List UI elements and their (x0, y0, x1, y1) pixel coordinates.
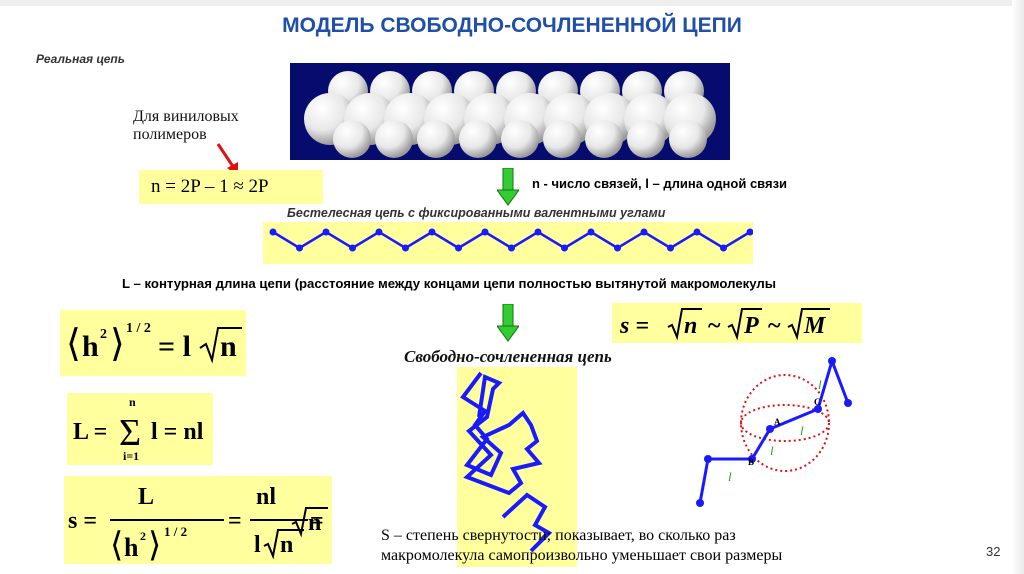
random-walk-box (457, 367, 577, 567)
bond-label-1: l (728, 469, 732, 484)
green-down-arrow-icon-2 (497, 304, 519, 342)
s-description-line1: S – степень свернутости; показывает, во … (381, 527, 736, 544)
molecule-spheres (304, 71, 716, 158)
sum-lower: i=1 (123, 449, 139, 463)
rhs-l: = l (158, 330, 191, 363)
top-bar (0, 0, 1024, 6)
weightless-chain-label: Бестелесная цепь с фиксированными валент… (287, 206, 666, 220)
sum-upper: n (129, 395, 136, 409)
s-description: S – степень свернутости; показывает, во … (381, 526, 782, 566)
point-A-label: A (774, 417, 781, 427)
rad-n: n (220, 330, 237, 363)
sqrt-M: M (803, 313, 827, 339)
s-ratio-lhs: s = (68, 508, 97, 534)
den-h: h (124, 533, 139, 562)
freely-jointed-label: Свободно-сочлененная цепь (404, 347, 612, 366)
h-symbol: h (82, 330, 99, 363)
s-description-line2: макромолекула самопроизвольно уменьшает … (381, 547, 783, 564)
sqrt-n-result: n (291, 507, 328, 538)
bond-label-2: l (770, 443, 774, 458)
L-lhs: L = (73, 419, 107, 445)
h-rms-formula-box: ⟨ h 2 ⟩ 1 / 2 = l n (60, 310, 246, 376)
tilde-2: ~ (768, 313, 781, 339)
s-proportional-formula-box: s = n ~ P ~ M (612, 303, 862, 343)
right-edge-shade (1012, 0, 1024, 574)
zigzag-chain-box (263, 222, 754, 264)
n-description: n - число связей, l – длина одной связи (532, 176, 788, 191)
numerator-L: L (138, 484, 154, 510)
vinyl-polymers-label: Для виниловых полимеров (133, 108, 239, 143)
slide-title: МОДЕЛЬ СВОБОДНО-СОЧЛЕНЕННОЙ ЦЕПИ (282, 14, 742, 37)
numerator-nl: nl (256, 484, 276, 510)
point-C-label: C (814, 397, 821, 407)
eq1: = (228, 508, 242, 534)
formula-n-box: n = 2P – 1 ≈ 2P (139, 170, 323, 204)
svg-text:n: n (308, 510, 321, 536)
den-exp-half: 1 / 2 (164, 524, 187, 539)
green-down-arrow-icon (497, 168, 519, 206)
den-l: l (254, 532, 261, 558)
sqrt-P: P (743, 313, 759, 339)
L-rhs: l = nl (151, 419, 204, 445)
svg-text:⟩: ⟩ (148, 527, 161, 564)
den-exp2: 2 (140, 529, 146, 543)
svg-text:⟩: ⟩ (110, 323, 125, 365)
s-lhs: s = (619, 313, 649, 339)
eq2: = (310, 508, 324, 534)
contour-length-description: L – контурная длина цепи (расстояние меж… (122, 276, 777, 291)
sqrt-n: n (684, 313, 697, 339)
polymer-molecule-image (290, 63, 730, 160)
page-number: 32 (986, 544, 1001, 559)
L-sum-formula-box: L = n Σ i=1 l = nl (67, 393, 213, 465)
bond-label-4: l (818, 377, 822, 392)
h-exp-2: 2 (100, 327, 107, 342)
real-chain-label: Реальная цепь (36, 52, 125, 66)
tilde-1: ~ (708, 313, 721, 339)
exp-half: 1 / 2 (126, 321, 151, 336)
svg-text:Σ: Σ (119, 412, 141, 454)
bond-label-3: l (800, 423, 804, 438)
den-rad-n: n (280, 532, 293, 558)
point-B-label: B (748, 457, 754, 467)
svg-text:⟨: ⟨ (110, 527, 123, 564)
svg-text:⟨: ⟨ (66, 323, 81, 365)
bond-sphere-diagram: l l l l A B C (696, 356, 852, 507)
s-ratio-formula-box: s = L ⟨ h 2 ⟩ 1 / 2 = nl l n = (64, 476, 332, 564)
